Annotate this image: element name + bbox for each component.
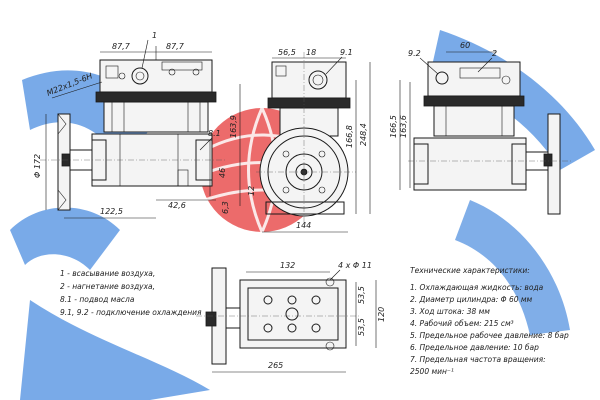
- dim-120: 120: [377, 307, 386, 322]
- legend-item-4: 9.1, 9.2 - подключение охлаждения: [60, 308, 202, 317]
- dim-87-7-right: 87,7: [166, 42, 185, 51]
- spec-item-1: 1. Охлаждающая жидкость: вода: [410, 283, 544, 292]
- front-view-center: 56,5 18 9.1 166,8 248,4 12 144: [247, 48, 371, 233]
- callout-2: 2: [492, 49, 497, 58]
- spec-item-5: 5. Предельное рабочее давление: 8 бар: [410, 331, 569, 340]
- spec-item-8: 2500 мин⁻¹: [410, 367, 454, 376]
- dim-132: 132: [280, 261, 295, 270]
- dim-60: 60: [460, 41, 470, 50]
- dim-87-7-left: 87,7: [112, 42, 131, 51]
- coolant-port-9-2: [435, 71, 449, 85]
- top-view: 132 4 x Φ 11 53,5 53,5 120 265: [196, 261, 386, 373]
- mount-hole-2: [325, 341, 335, 351]
- dim-163-6: 163,6: [399, 115, 408, 138]
- callout-9-1: 9.1: [340, 48, 353, 57]
- top-block: [239, 279, 347, 349]
- watermark-swoosh-bottom: [20, 300, 210, 400]
- dim-12: 12: [247, 186, 256, 196]
- outlet-port-front: [308, 70, 328, 90]
- callout-8-1: 8.1: [208, 129, 221, 138]
- legend-item-2: 2 - нагнетание воздуха,: [60, 282, 155, 291]
- dim-56-5: 56,5: [278, 48, 296, 57]
- dim-18: 18: [306, 48, 316, 57]
- watermark-swoosh-left: [10, 207, 120, 270]
- right-crankcase: [413, 137, 527, 191]
- dim-4x-phi-11: 4 x Φ 11: [338, 261, 372, 270]
- spec-item-7: 7. Предельная частота вращения:: [410, 355, 546, 364]
- callout-1: 1: [152, 31, 157, 40]
- spec-item-6: 6. Предельное давление: 10 бар: [410, 343, 539, 352]
- callout-9-2: 9.2: [408, 49, 421, 58]
- specs-title: Технические характеристики:: [410, 266, 530, 275]
- dim-53-5-bottom: 53,5: [357, 318, 366, 336]
- right-head: [427, 61, 521, 97]
- spec-item-3: 3. Ход штока: 38 мм: [410, 307, 490, 316]
- side-view-right: 60 9.2 2 166,5 163,6: [389, 41, 572, 215]
- dim-248-4: 248,4: [359, 123, 368, 146]
- inlet-port: [131, 67, 149, 85]
- legend-item-3: 8.1 - подвод масла: [60, 295, 135, 304]
- mounting-foot: [265, 201, 345, 215]
- dim-265: 265: [268, 361, 283, 370]
- spec-item-4: 4. Рабочий объем: 215 см³: [410, 319, 514, 328]
- dim-6-3: 6,3: [221, 201, 230, 214]
- technical-specs: Технические характеристики: 1. Охлаждающ…: [410, 266, 569, 376]
- cylinder-block: [95, 91, 217, 103]
- cylinder-head: [99, 59, 213, 93]
- spec-item-2: 2. Диаметр цилиндра: Φ 60 мм: [410, 295, 533, 304]
- legend-item-1: 1 - всасывание воздуха,: [60, 269, 155, 278]
- mount-hole-1: [325, 277, 335, 287]
- front-head: [271, 61, 347, 99]
- dim-phi-172: Φ 172: [33, 154, 42, 178]
- dim-163-9: 163,9: [229, 115, 238, 138]
- dim-122-5: 122,5: [100, 207, 123, 216]
- watermark-swoosh-right: [455, 200, 570, 335]
- dim-42-6: 42,6: [168, 201, 186, 210]
- dim-166-5: 166,5: [389, 115, 398, 138]
- dim-144: 144: [296, 221, 311, 230]
- dim-53-5-top: 53,5: [357, 286, 366, 304]
- port-legend: 1 - всасывание воздуха, 2 - нагнетание в…: [60, 269, 202, 317]
- dim-166-8: 166,8: [345, 125, 354, 148]
- dim-46: 46: [218, 168, 227, 178]
- side-view-left: 87,7 87,7 1 M22x1,5-6H Φ 172 122,5 42,6 …: [33, 31, 241, 219]
